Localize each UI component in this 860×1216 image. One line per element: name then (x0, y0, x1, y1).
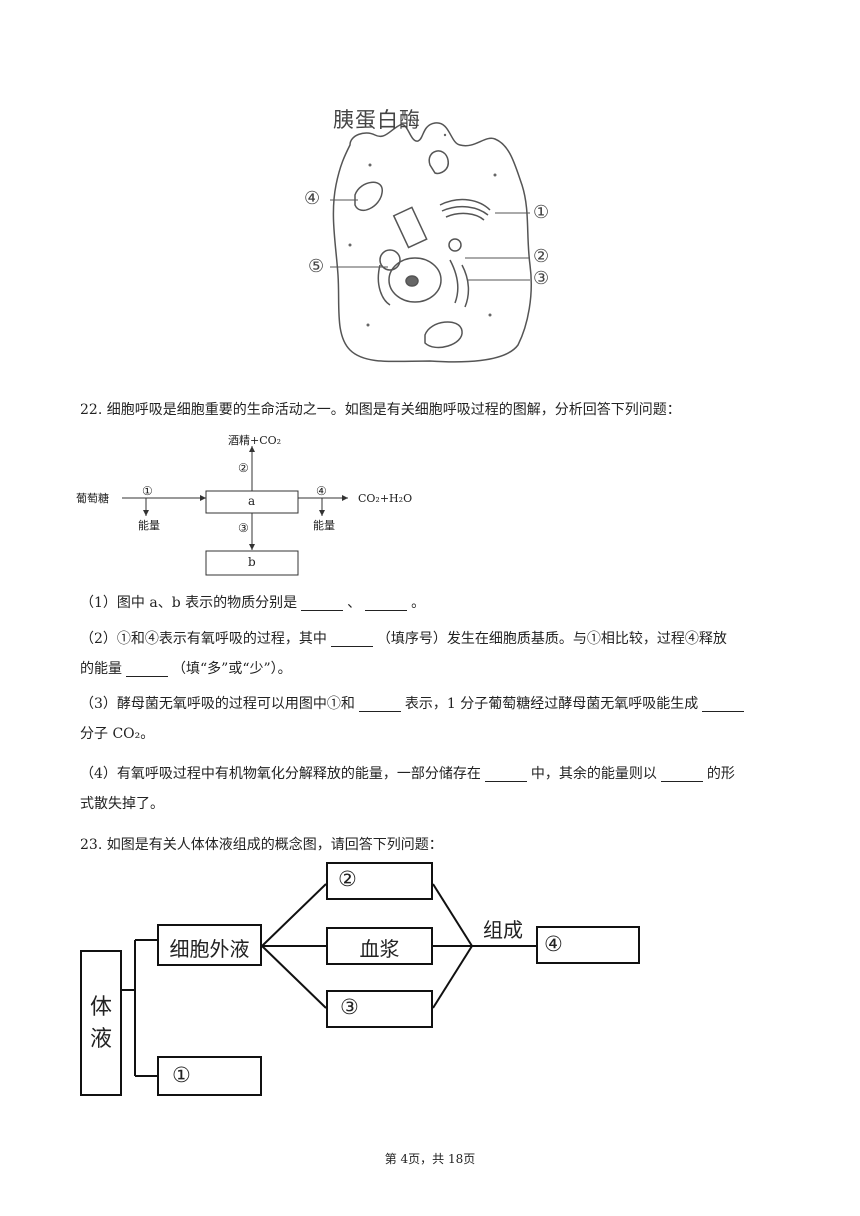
animal-cell-figure (330, 122, 532, 363)
box-4 (536, 926, 640, 964)
blank[interactable] (660, 767, 703, 782)
label-3: ③ (340, 995, 359, 1019)
right-product-label: CO₂+H₂O (358, 492, 413, 505)
respiration-diagram (122, 446, 348, 576)
step1-label: ① (142, 484, 153, 498)
glucose-label: 葡萄糖 (76, 492, 109, 505)
label-1: ① (172, 1063, 191, 1087)
blank[interactable] (702, 697, 745, 712)
body-fluid-concept-map (121, 883, 536, 1077)
q22-sub3: （3）酵母菌无氧呼吸的过程可以用图中①和表示，1 分子葡萄糖经过酵母菌无氧呼吸能… (80, 689, 784, 749)
nucleolus (405, 275, 419, 287)
page-footer: 第 4页，共 18页 (384, 1152, 476, 1166)
blank[interactable] (126, 662, 168, 677)
mitochondrion-bottom (424, 321, 463, 349)
energy-label-left: 能量 (138, 519, 160, 532)
cell-label-2: ② (533, 246, 550, 267)
q22-sub4: （4）有氧呼吸过程中有机物氧化分解释放的能量，一部分储存在中，其余的能量则以的形… (80, 766, 735, 812)
label-4: ④ (544, 932, 563, 956)
step4-label: ④ (316, 484, 327, 498)
q23-stem: 23. 如图是有关人体体液组成的概念图，请回答下列问题： (80, 837, 443, 853)
cell-label-4: ④ (304, 188, 321, 209)
top-product-label: 酒精+CO₂ (228, 434, 282, 447)
trypsin-label: 胰蛋白酶 (333, 108, 421, 132)
box-3 (326, 990, 433, 1028)
label-2: ② (338, 867, 357, 891)
box-plasma (326, 927, 433, 965)
blank[interactable] (484, 767, 527, 782)
box-extracellular (157, 924, 262, 966)
cell-membrane (332, 122, 532, 363)
box-b (205, 550, 299, 576)
box-a-label: a (248, 494, 256, 508)
q22-sub2: （2）①和④表示有氧呼吸的过程，其中（填序号）发生在细胞质基质。与①相比较，过程… (80, 631, 727, 677)
ribosome-cluster (379, 249, 401, 271)
blank[interactable] (301, 596, 344, 611)
box-body-fluid (80, 950, 122, 1096)
centriole (392, 206, 428, 249)
blank[interactable] (365, 596, 408, 611)
label-body-fluid: 体液 (89, 995, 112, 1052)
box-2 (326, 862, 433, 900)
endoplasmic-reticulum (377, 259, 470, 308)
golgi (439, 198, 491, 221)
step2-label: ② (238, 461, 249, 475)
label-plasma: 血浆 (359, 937, 400, 961)
cell-label-3: ③ (533, 268, 550, 289)
step3-label: ③ (238, 521, 249, 535)
vesicle (428, 150, 449, 175)
q22-sub1: （1）图中 a、b 表示的物质分别是、。 (80, 595, 426, 611)
nucleus (388, 257, 442, 303)
energy-label-right: 能量 (313, 519, 335, 532)
label-compose: 组成 (483, 918, 523, 942)
blank[interactable] (330, 632, 373, 647)
blank[interactable] (358, 697, 401, 712)
box-b-label: b (248, 555, 256, 569)
box-1 (157, 1056, 262, 1096)
mitochondrion-left (354, 181, 383, 211)
cell-label-5: ⑤ (308, 256, 325, 277)
cell-label-1: ① (533, 202, 550, 223)
label-extracellular: 细胞外液 (169, 937, 250, 961)
q22-stem: 22. 细胞呼吸是细胞重要的生命活动之一。如图是有关细胞呼吸过程的图解，分析回答… (80, 402, 681, 418)
